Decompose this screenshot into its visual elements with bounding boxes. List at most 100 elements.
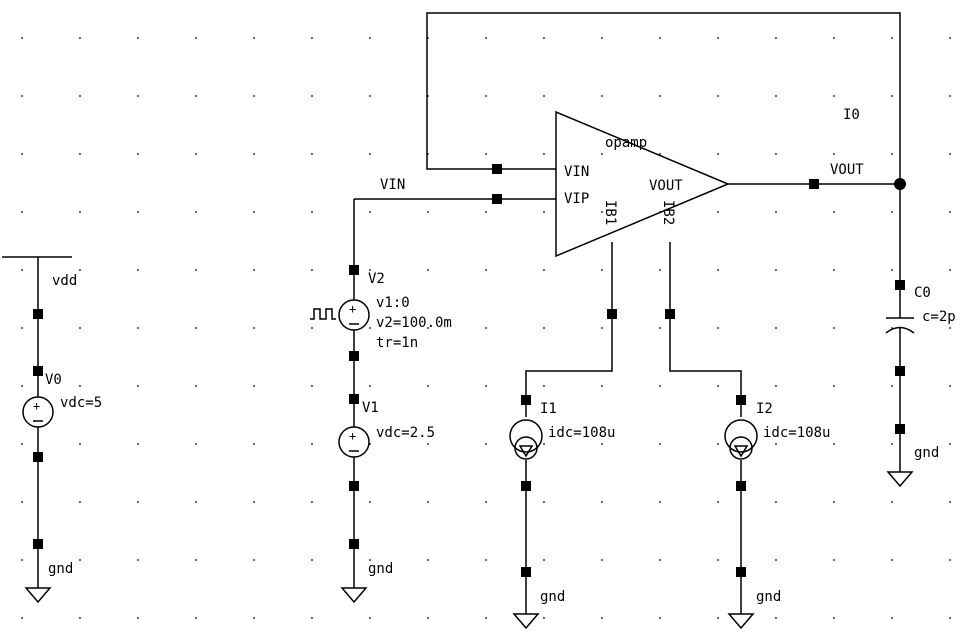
pin[interactable] [521, 567, 531, 577]
grid-dot [543, 153, 545, 155]
pin[interactable] [33, 539, 43, 549]
v1-gnd-label: gnd [368, 561, 393, 577]
grid-dot [717, 617, 719, 619]
pin[interactable] [349, 539, 359, 549]
grid-dot [891, 37, 893, 39]
load-capacitor-branch[interactable]: C0 c=2p gnd [885, 184, 956, 488]
grid-dot [485, 443, 487, 445]
pin[interactable] [736, 481, 746, 491]
pin[interactable] [492, 164, 502, 174]
bias-current-branch-1[interactable]: I1 idc=108u gnd [509, 242, 617, 630]
grid-dot [79, 559, 81, 561]
grid-dot [79, 385, 81, 387]
grid-dot [659, 95, 661, 97]
grid-dot [659, 559, 661, 561]
pin[interactable] [665, 309, 675, 319]
grid-dot [949, 95, 951, 97]
grid-dot [717, 443, 719, 445]
grid-dot [601, 559, 603, 561]
input-source-branch[interactable]: VIN V2 + v1:0 v2=100.0m tr=1n V1 + vdc=2… [310, 177, 556, 604]
pin[interactable] [33, 366, 43, 376]
grid-dot [253, 559, 255, 561]
v1-param: vdc=2.5 [376, 425, 435, 441]
grid-dot [311, 385, 313, 387]
grid-dot [79, 37, 81, 39]
pin[interactable] [349, 265, 359, 275]
v0-name: V0 [45, 372, 62, 388]
c0-param: c=2p [922, 309, 956, 325]
pin[interactable] [736, 395, 746, 405]
c0-gnd-label: gnd [914, 445, 939, 461]
grid-dot [369, 617, 371, 619]
grid-dot [137, 211, 139, 213]
pin[interactable] [349, 351, 359, 361]
pin[interactable] [895, 424, 905, 434]
grid-dot [891, 153, 893, 155]
pin[interactable] [33, 309, 43, 319]
opamp-triangle[interactable] [555, 110, 730, 258]
grid-dot [543, 37, 545, 39]
capacitor-plate-bottom[interactable] [885, 326, 915, 334]
pin[interactable] [607, 309, 617, 319]
grid-dot [949, 385, 951, 387]
grid-dot [891, 385, 893, 387]
pin[interactable] [736, 567, 746, 577]
grid-dot [543, 501, 545, 503]
i2-current-source-symbol[interactable] [724, 419, 758, 453]
pin[interactable] [492, 194, 502, 204]
grid-dot [601, 153, 603, 155]
grid-dot [253, 95, 255, 97]
grid-dot [775, 211, 777, 213]
pin[interactable] [349, 481, 359, 491]
grid-dot [253, 269, 255, 271]
grid-dot [253, 501, 255, 503]
grid-dot [485, 211, 487, 213]
grid-dot [601, 269, 603, 271]
grid-dot [79, 153, 81, 155]
grid-dot [195, 501, 197, 503]
grid-dot [833, 443, 835, 445]
pin[interactable] [809, 179, 819, 189]
grid-dot [891, 211, 893, 213]
i1-current-source-symbol[interactable] [509, 419, 543, 453]
grid-dot [833, 617, 835, 619]
ground-icon [886, 471, 914, 488]
grid-dot [137, 153, 139, 155]
grid-dot [79, 617, 81, 619]
opamp-instance[interactable]: I0 opamp VIN VIP VOUT IB1 IB2 [555, 107, 860, 258]
grid-dot [427, 269, 429, 271]
vin-net-label: VIN [380, 177, 405, 193]
pin[interactable] [895, 280, 905, 290]
v0-param: vdc=5 [60, 395, 102, 411]
grid-dot [369, 559, 371, 561]
grid-dot [659, 443, 661, 445]
i1-arrow-icon [518, 445, 534, 458]
grid-dot [485, 385, 487, 387]
grid-dot [717, 327, 719, 329]
vdd-supply-branch[interactable]: vdd + V0 vdc=5 gnd [2, 256, 102, 604]
grid-dot [543, 269, 545, 271]
i1-inner-circle [514, 436, 538, 460]
pin[interactable] [521, 481, 531, 491]
opamp-pin-vout: VOUT [649, 178, 683, 194]
pin[interactable] [895, 366, 905, 376]
grid-dot [137, 95, 139, 97]
feedback-wire[interactable] [426, 12, 901, 184]
bias-current-branch-2[interactable]: I2 idc=108u gnd [665, 242, 830, 630]
grid-dot [543, 385, 545, 387]
grid-dot [195, 327, 197, 329]
grid-dot [485, 95, 487, 97]
ib2-wire [669, 242, 742, 417]
grid-dot [949, 617, 951, 619]
pin[interactable] [349, 394, 359, 404]
grid-dot [195, 559, 197, 561]
pin[interactable] [33, 452, 43, 462]
grid-dot [891, 443, 893, 445]
grid-dot [137, 37, 139, 39]
grid-dot [949, 37, 951, 39]
grid-dot [833, 327, 835, 329]
grid-dot [949, 501, 951, 503]
v1-name: V1 [362, 400, 379, 416]
pin[interactable] [521, 395, 531, 405]
ground-icon [24, 587, 52, 604]
